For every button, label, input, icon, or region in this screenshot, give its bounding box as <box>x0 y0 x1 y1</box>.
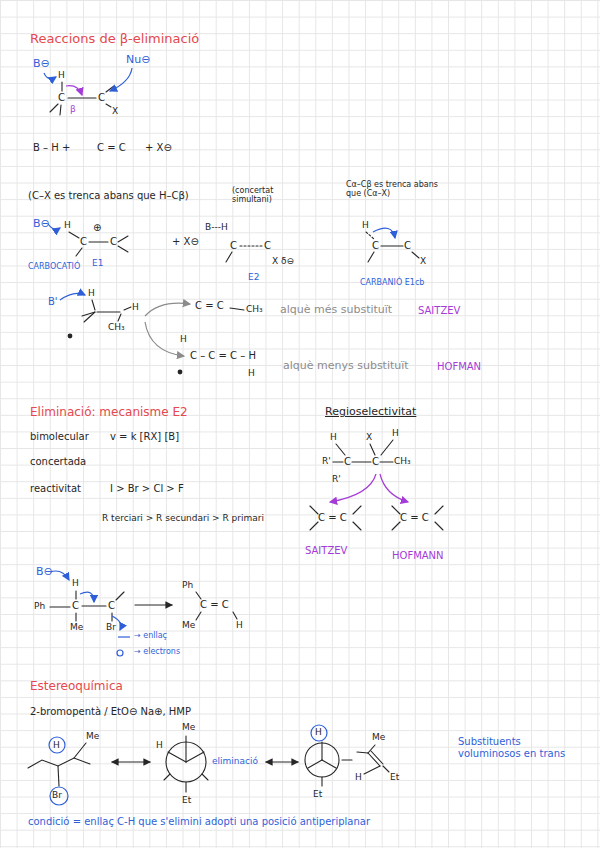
note-text: bimolecular <box>30 431 89 443</box>
note-text: C = C <box>318 512 347 524</box>
note-text: C <box>110 236 117 248</box>
note-text: R' <box>322 456 331 466</box>
note-text: eliminació <box>212 756 258 766</box>
note-text: X <box>112 106 118 116</box>
note-text: C <box>264 240 271 252</box>
note-text: Regioselectivitat <box>325 406 416 419</box>
note-text: Et <box>313 789 322 799</box>
note-text: H <box>392 428 399 438</box>
note-text: Me <box>86 731 99 741</box>
note-text: Cα–Cβ es trenca abans que (Cα–X) <box>346 180 451 198</box>
note-text: I > Br > Cl > F <box>110 483 184 495</box>
note-text: C <box>372 456 379 468</box>
note-text: H <box>355 772 362 782</box>
note-text: C <box>72 600 79 612</box>
note-text: H <box>180 334 187 344</box>
note-text: C <box>58 92 65 104</box>
note-text: X δ⊖ <box>272 256 294 266</box>
note-text: R' <box>332 474 341 484</box>
note-text: C <box>404 240 411 252</box>
note-text: (C–X es trenca abans que H–Cβ) <box>28 190 189 202</box>
note-text: → electrons <box>134 647 180 656</box>
note-text: (concertat simultani) <box>232 186 310 204</box>
note-text: ⊕ <box>93 222 101 234</box>
note-text: Substituents voluminosos en trans <box>458 736 570 759</box>
rule-name: β <box>70 104 76 114</box>
note-text: Et <box>182 795 191 805</box>
note-text: CH₃ <box>394 456 411 466</box>
note-text: H <box>315 727 322 737</box>
note-text: alquè menys substituït <box>283 360 409 373</box>
note-text: H <box>236 620 243 630</box>
note-text: v = k [RX] [B] <box>110 431 179 443</box>
note-text: R terciari > R secundari > R primari <box>102 513 264 523</box>
note-text: condició = enllaç C-H que s'elimini adop… <box>28 816 370 828</box>
note-text: Me <box>70 622 83 632</box>
note-text: Ph <box>182 580 193 590</box>
section-heading: Estereoquímica <box>30 680 123 694</box>
note-text: Ph <box>34 601 45 611</box>
note-text: C = C <box>97 142 126 154</box>
note-text: Et <box>390 772 399 782</box>
note-text: Nu⊖ <box>126 54 150 67</box>
note-text: H <box>156 740 163 750</box>
note-text: C <box>80 236 87 248</box>
note-text: B⊖ <box>33 218 50 231</box>
note-text: Me <box>182 722 195 732</box>
note-text: H <box>362 220 369 230</box>
note-text: B⊖ <box>36 566 53 579</box>
note-text: H <box>330 432 337 442</box>
note-text: 2-bromopentà / EtO⊖ Na⊕, HMP <box>30 706 191 718</box>
note-text: CH₃ <box>108 322 125 332</box>
note-text: → enllaç <box>134 631 167 640</box>
note-text: C <box>344 456 351 468</box>
section-heading: Eliminació: mecanisme E2 <box>30 406 188 420</box>
note-text: H <box>53 740 60 750</box>
note-text: C <box>98 92 105 104</box>
note-text: concertada <box>30 456 86 468</box>
note-text: B' <box>48 296 58 308</box>
note-text: X <box>420 256 426 266</box>
note-text: H <box>132 302 139 312</box>
note-text: H <box>88 288 95 298</box>
rule-name: SAITZEV <box>305 545 347 557</box>
note-text: Me <box>372 732 385 742</box>
note-text: CARBANIÓ E1cb <box>360 278 424 287</box>
note-text: B – H + <box>33 142 70 154</box>
note-text: Br <box>52 790 62 800</box>
note-text: X <box>366 432 372 442</box>
rule-name: HOFMANN <box>392 550 444 562</box>
note-text: C = C <box>195 300 224 312</box>
note-text: C – C = C – H <box>190 350 256 362</box>
note-text: E1 <box>92 258 103 268</box>
note-text: H <box>64 220 71 230</box>
note-text: B⊖ <box>33 58 50 71</box>
note-text: C = C <box>400 512 429 524</box>
note-text: + X⊖ <box>145 142 172 154</box>
note-text: Me <box>182 620 195 630</box>
note-text: H <box>58 70 65 80</box>
note-text: reactivitat <box>30 483 81 495</box>
note-text: H <box>248 368 255 378</box>
note-text: C <box>230 240 237 252</box>
note-text: + X⊖ <box>172 236 199 248</box>
note-text: CARBOCATIÓ <box>28 262 80 271</box>
note-text: CH₃ <box>246 304 263 314</box>
note-text: H <box>72 578 79 588</box>
note-text: alquè més substituït <box>280 304 392 317</box>
rule-name: SAITZEV <box>418 305 460 317</box>
note-text: E2 <box>248 272 259 282</box>
note-text: B---H <box>205 222 228 232</box>
note-text: Br <box>106 622 116 632</box>
rule-name: HOFMAN <box>437 361 481 373</box>
note-text: C <box>108 600 115 612</box>
note-text: C = C <box>200 599 229 611</box>
note-text: C <box>372 240 379 252</box>
section-heading: Reaccions de β-eliminació <box>30 32 199 47</box>
